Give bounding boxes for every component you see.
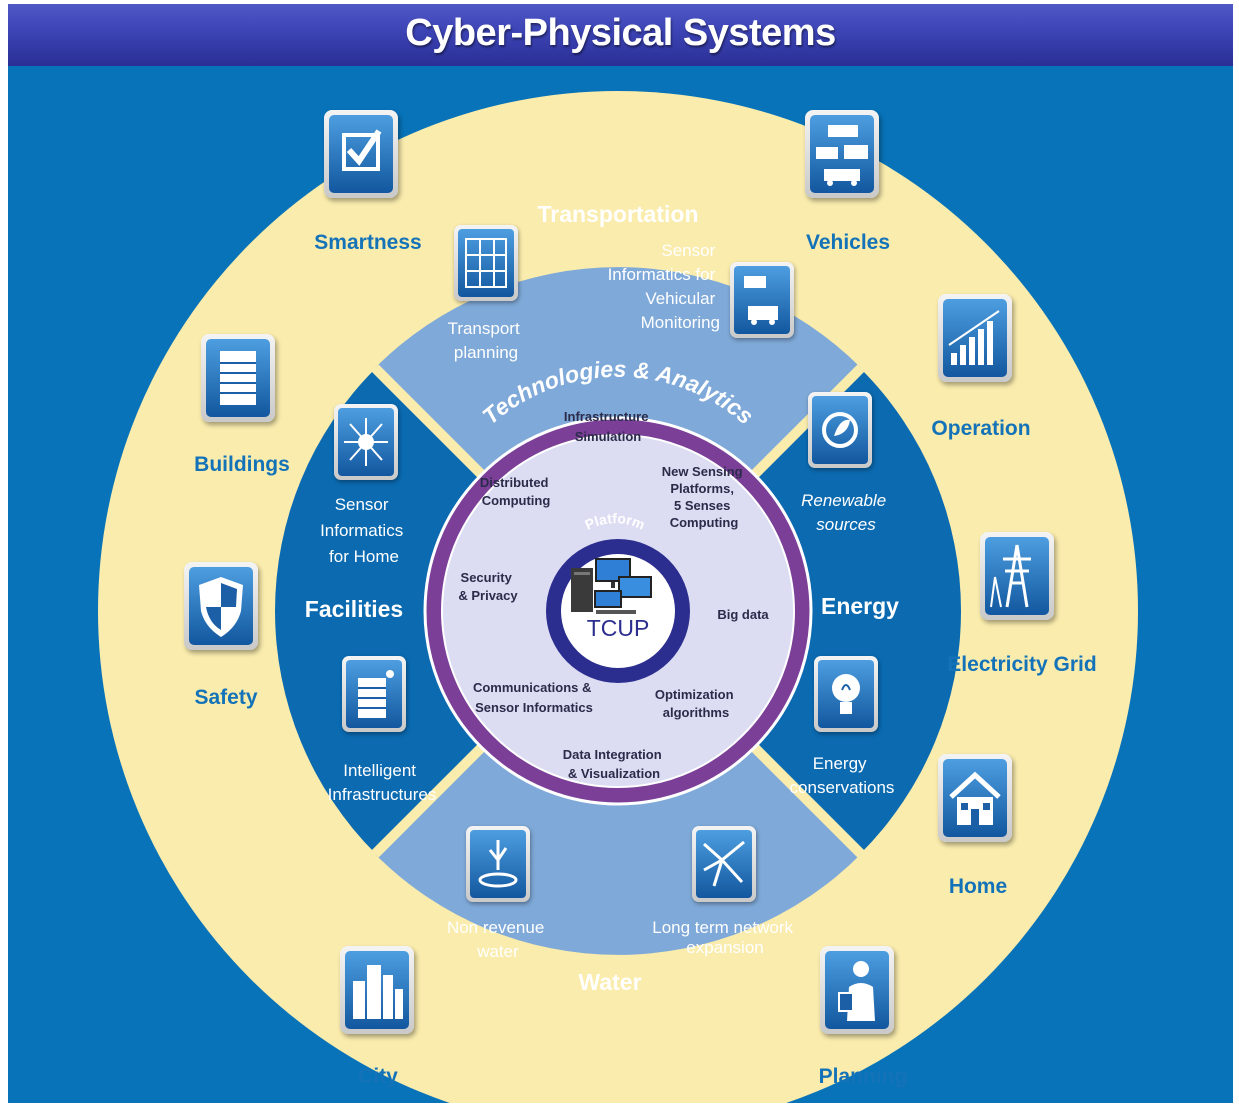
renewable-sources-label: Renewable sources: [801, 491, 891, 534]
building-icon: [201, 334, 275, 422]
core-rim: [441, 434, 795, 788]
vehicles-icon: [805, 110, 879, 198]
core-item-big-data: Big data: [717, 607, 769, 622]
sensor-home-label: Sensor Informatics for Home: [320, 495, 408, 566]
outer-label-city: City: [358, 1065, 398, 1088]
network-expansion-label: Long term network expansion: [652, 918, 798, 957]
core-item-new-sensing: New Sensing Platforms, 5 Senses Computin…: [662, 464, 747, 530]
platform-ring-label: Platform: [582, 510, 647, 533]
sector-label-water: Water: [578, 969, 641, 995]
checkmark-icon: [324, 110, 398, 198]
bar-growth-icon: [938, 294, 1012, 382]
house-icon: [938, 754, 1012, 842]
outer-label-home: Home: [949, 875, 1007, 898]
technologies-ring-rim: [423, 416, 813, 806]
city-icon: [340, 946, 414, 1034]
core-item-distributed-computing: Distributed Computing: [480, 475, 552, 508]
person-tablet-icon: [820, 946, 894, 1034]
platform-name: TCUP: [587, 615, 650, 641]
network-map-icon: [692, 826, 756, 902]
vehicle-monitoring-icon: [730, 262, 794, 338]
water-leak-icon: [466, 826, 530, 902]
core-item-infrastructure-simulation: Infrastructure Simulation: [564, 409, 652, 444]
shield-icon: [184, 562, 258, 650]
non-revenue-water-label: Non revenue water: [447, 918, 549, 961]
outer-label-operation: Operation: [931, 417, 1030, 440]
sensor-network-icon: [334, 404, 398, 480]
computer-icon: [571, 558, 652, 614]
core-item-security-privacy: Security & Privacy: [458, 570, 518, 603]
renewable-leaf-icon: [808, 392, 872, 468]
transport-planning-label: Transport planning: [448, 319, 525, 362]
transport-planning-icon: [454, 225, 518, 301]
outer-label-buildings: Buildings: [194, 453, 290, 476]
lightbulb-icon: [814, 656, 878, 732]
intelligent-building-icon: [342, 656, 406, 732]
outer-label-planning: Planning: [819, 1065, 908, 1088]
title-banner: Cyber-Physical Systems: [8, 4, 1233, 68]
outer-label-electricity-grid: Electricity Grid: [947, 653, 1096, 676]
page-title: Cyber-Physical Systems: [405, 12, 836, 54]
outer-label-smartness: Smartness: [314, 231, 421, 254]
core-item-communications: Communications & Sensor Informatics: [473, 680, 595, 715]
outer-label-vehicles: Vehicles: [806, 231, 890, 254]
intelligent-infrastructures-label: Intelligent Infrastructures: [328, 761, 437, 804]
sector-label-energy: Energy: [821, 593, 899, 619]
energy-conservations-label: Energy conservations: [790, 754, 895, 797]
core-item-data-integration: Data Integration & Visualization: [563, 747, 666, 781]
power-tower-icon: [980, 532, 1054, 620]
sensor-vehicular-label: Sensor Informatics for Vehicular Monitor…: [608, 241, 720, 332]
core-item-optimization: Optimization algorithms: [655, 687, 737, 720]
diagram-area: Technologies & Analytics Platform TCUP I…: [8, 66, 1233, 1103]
sector-label-transportation: Transportation: [537, 201, 698, 227]
sector-label-facilities: Facilities: [305, 596, 403, 622]
outer-label-safety: Safety: [194, 686, 257, 709]
